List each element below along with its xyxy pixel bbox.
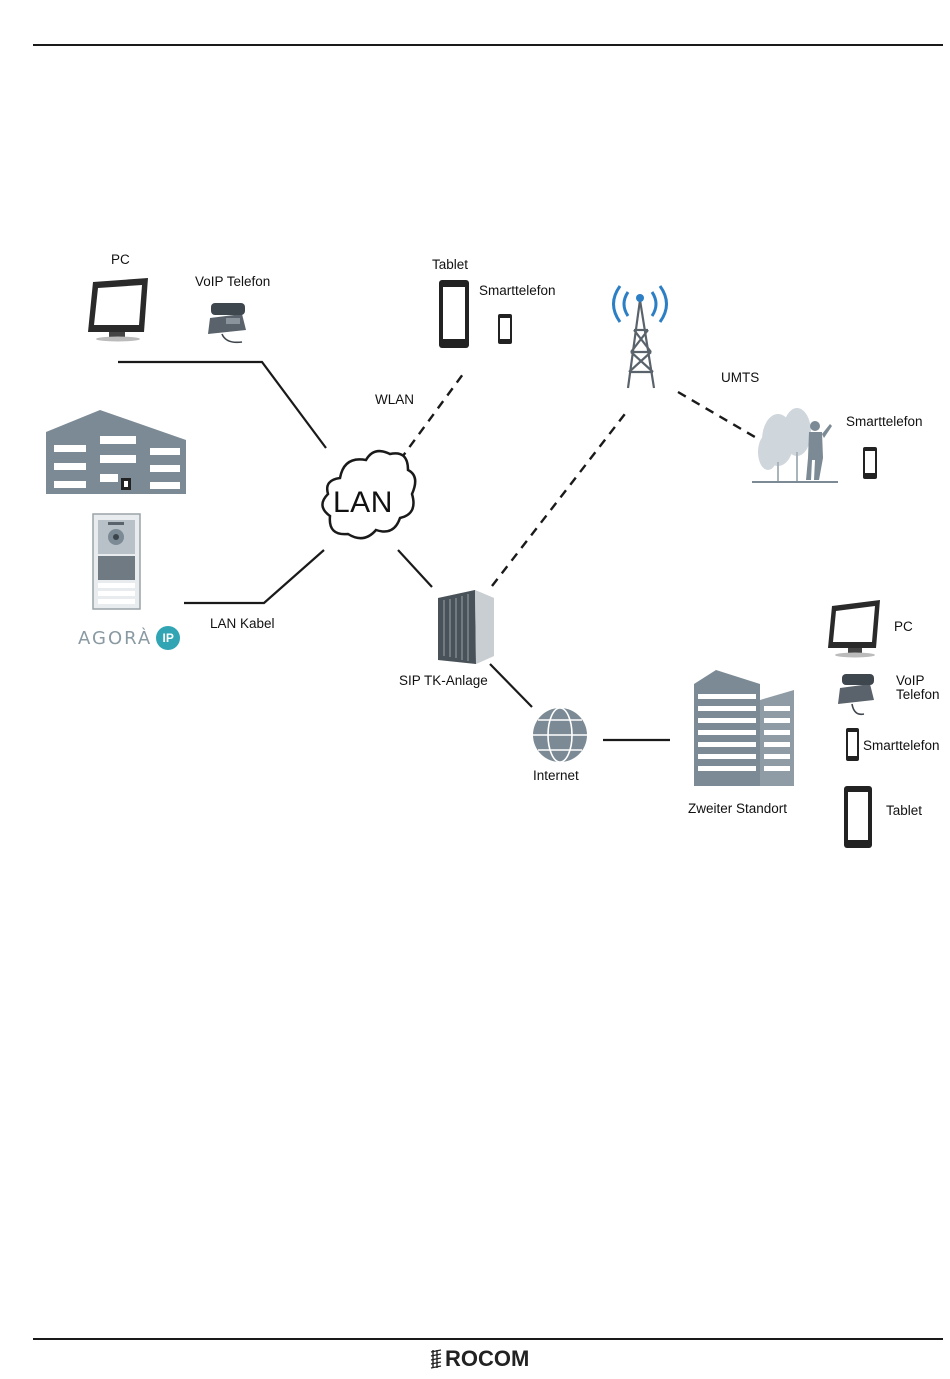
office-building-icon [46,410,186,494]
tablet-icon [439,280,469,348]
line-wlan [400,370,466,460]
second-site-building-icon [694,670,794,786]
label-voip-phone: VoIP Telefon [195,274,270,289]
label-umts: UMTS [721,370,759,385]
label-wlan: WLAN [375,392,414,407]
agora-logo-badge: IP [156,626,180,650]
rocom-logo: ROCOM [430,1346,529,1372]
label-pc-right: PC [894,619,913,634]
agora-ip-logo: AGORÀ IP [78,626,180,650]
label-lan: LAN [333,486,393,520]
label-internet: Internet [533,768,579,783]
label-lan-cable: LAN Kabel [210,616,275,631]
label-second-site: Zweiter Standort [688,801,787,816]
voip-phone-icon [208,303,246,342]
line-pbx-to-internet [490,664,532,707]
pc-right-icon [828,600,880,658]
smartphone-umts-icon [863,447,877,479]
rocom-wordmark: ROCOM [445,1346,529,1372]
smartphone-icon [498,314,512,344]
line-tower-to-umts [678,392,760,440]
line-pbx-to-tower [492,410,628,586]
pbx-server-icon [438,590,494,664]
door-station-icon [93,514,140,609]
label-tablet-right: Tablet [886,803,922,818]
label-smartphone-right: Smarttelefon [863,738,940,753]
internet-globe-icon [533,708,587,762]
mobile-user-icon [752,408,838,482]
label-tablet: Tablet [432,257,468,272]
label-voip-right: VoIP Telefon [896,674,950,702]
line-agora-to-lan [184,550,324,603]
tablet-right-icon [844,786,872,848]
rocom-mark-icon [430,1349,442,1369]
agora-logo-word: AGORÀ [78,628,152,649]
label-pc: PC [111,252,130,267]
label-smartphone: Smarttelefon [479,283,556,298]
radio-tower-icon [614,286,667,388]
footer-rule [33,1338,943,1340]
label-smartphone-umts: Smarttelefon [846,414,923,429]
line-lan-to-pbx [398,550,432,587]
pc-monitor-icon [88,278,148,342]
voip-phone-right-icon [838,674,874,714]
smartphone-right-icon [846,728,859,761]
label-sip-pbx: SIP TK-Anlage [399,673,488,688]
